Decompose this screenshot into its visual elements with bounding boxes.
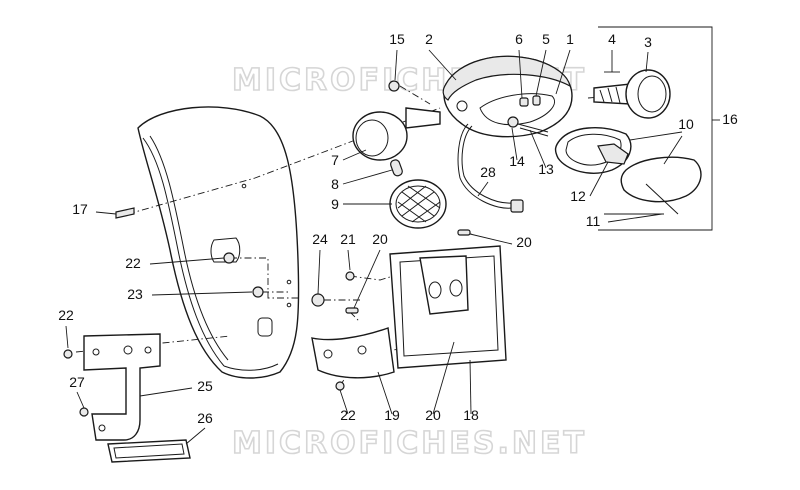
nut-27 <box>79 407 89 417</box>
callout-c13: 13 <box>538 161 554 177</box>
callout-c9: 9 <box>331 196 339 212</box>
callout-c2: 2 <box>425 31 433 47</box>
callout-c14: 14 <box>509 153 525 169</box>
indicator-right <box>593 69 671 119</box>
callout-c28: 28 <box>480 164 496 180</box>
bracket-25 <box>83 333 161 441</box>
licence-light <box>554 127 702 215</box>
nut-23 <box>252 286 264 298</box>
callout-c22b: 22 <box>58 307 74 323</box>
callout-c20c: 20 <box>425 407 441 423</box>
reflector-26 <box>107 439 191 463</box>
callout-c12: 12 <box>570 188 586 204</box>
screw-20-right <box>457 229 471 236</box>
callout-c21: 21 <box>340 231 356 247</box>
bulb-8 <box>390 159 403 177</box>
tail-light-housing <box>442 55 573 138</box>
callout-c6: 6 <box>515 31 523 47</box>
callout-c24: 24 <box>312 231 328 247</box>
callout-c20a: 20 <box>372 231 388 247</box>
callout-c26: 26 <box>197 410 213 426</box>
wiring-28 <box>457 123 524 213</box>
callout-c10: 10 <box>678 116 694 132</box>
callout-c16: 16 <box>722 111 738 127</box>
plate-holder-18 <box>389 245 507 369</box>
callout-c7: 7 <box>331 152 339 168</box>
bolt-15 <box>388 80 400 92</box>
leader-lines <box>65 49 683 445</box>
callout-c27: 27 <box>69 374 85 390</box>
callout-c25: 25 <box>197 378 213 394</box>
lens-9 <box>389 179 447 229</box>
screw-20-left <box>345 307 359 314</box>
callout-c11: 11 <box>586 213 601 229</box>
bolt-17 <box>115 207 135 219</box>
callout-c15: 15 <box>389 31 405 47</box>
nut-21 <box>345 271 355 281</box>
callout-c1: 1 <box>566 31 574 47</box>
callout-c4: 4 <box>608 31 616 47</box>
callout-c17: 17 <box>72 201 88 217</box>
watermark-bottom: MICROFICHES.NET <box>232 426 587 461</box>
callout-c22c: 22 <box>340 407 356 423</box>
screws-13-14 <box>507 116 549 137</box>
nut-22-upper <box>223 252 235 264</box>
callout-c18: 18 <box>463 407 479 423</box>
group-bracket-16 <box>598 26 713 231</box>
callout-c5: 5 <box>542 31 550 47</box>
nut-22-lower <box>335 381 345 391</box>
callout-c8: 8 <box>331 176 339 192</box>
callout-c22a: 22 <box>125 255 141 271</box>
callout-c20b: 20 <box>516 234 532 250</box>
indicator-left <box>352 107 441 161</box>
screw-6 <box>519 97 529 107</box>
bracket-19 <box>311 327 395 379</box>
rear-mudguard <box>137 106 300 379</box>
grommet-24 <box>311 293 325 307</box>
nut-5 <box>532 95 541 106</box>
callout-c3: 3 <box>644 34 652 50</box>
callout-c23: 23 <box>127 286 143 302</box>
callout-c19: 19 <box>384 407 400 423</box>
nut-22-left <box>63 349 73 359</box>
